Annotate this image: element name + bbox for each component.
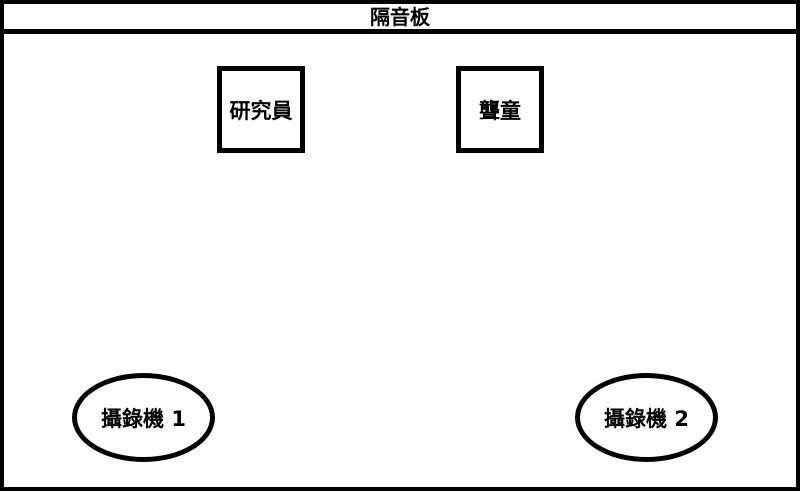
camera-2-label: 攝錄機 2 [604,406,689,431]
deaf-child-box: 聾童 [456,66,544,153]
researcher-label: 研究員 [229,98,293,123]
soundproof-partition: 隔音板 [4,4,796,34]
camera-1-ellipse: 攝錄機 1 [72,373,215,462]
camera-2-ellipse: 攝錄機 2 [575,373,718,462]
researcher-box: 研究員 [217,66,305,153]
camera-1-label: 攝錄機 1 [101,406,186,431]
partition-label: 隔音板 [370,4,430,29]
deaf-child-label: 聾童 [479,98,521,123]
